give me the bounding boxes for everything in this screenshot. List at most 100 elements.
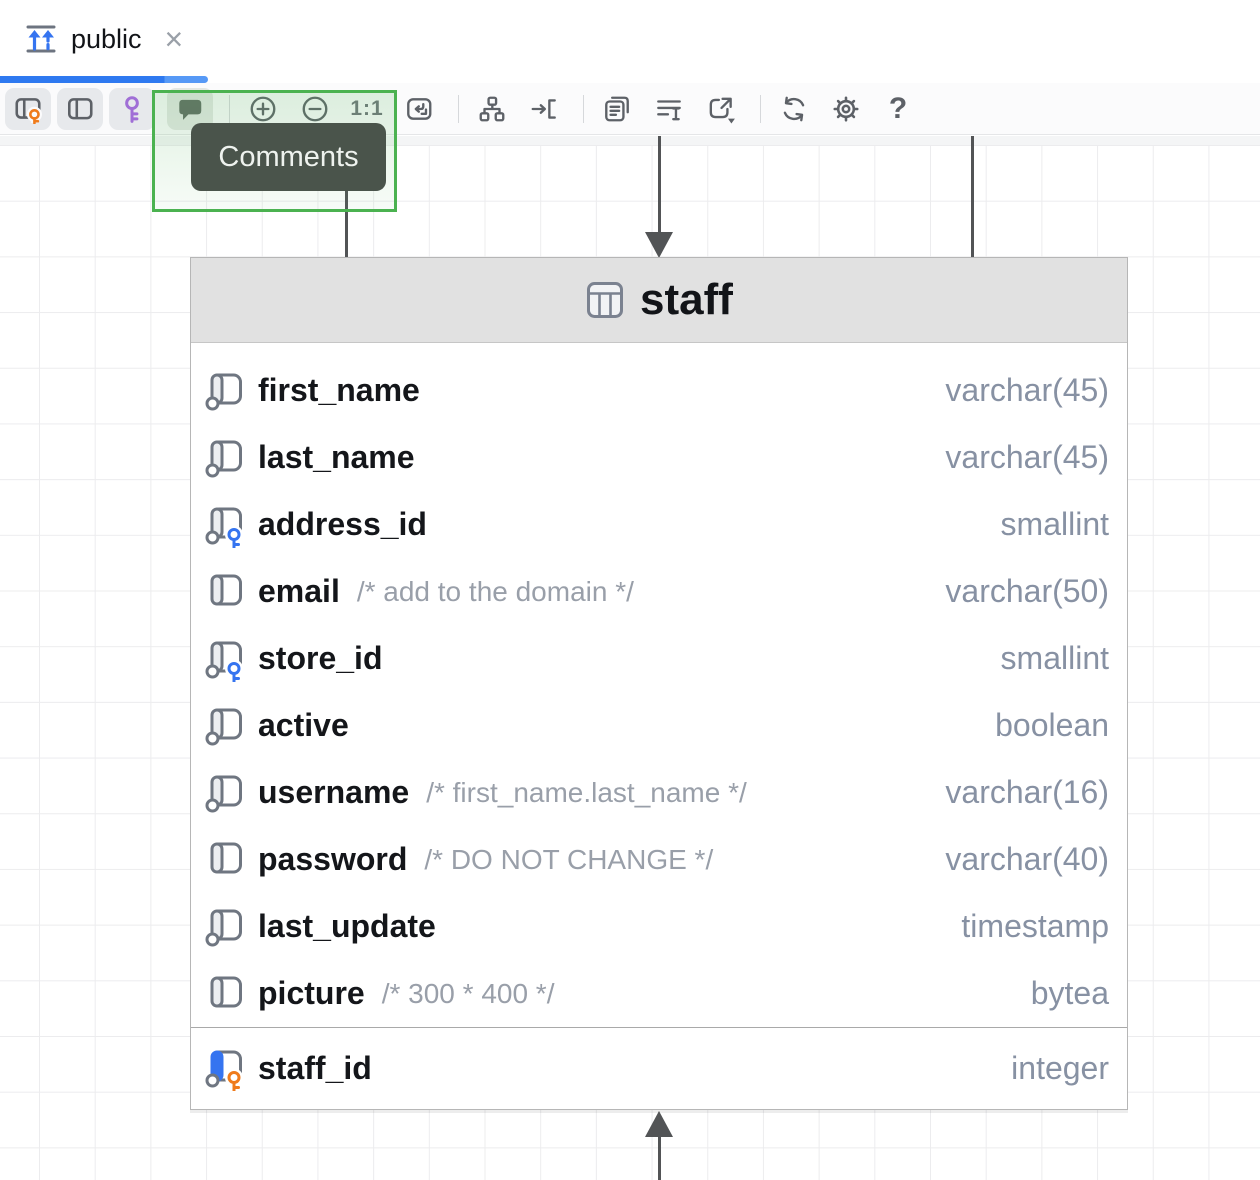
column-type: integer xyxy=(1011,1049,1109,1086)
column-fk-icon xyxy=(204,636,248,682)
fit-content-button[interactable] xyxy=(396,88,442,130)
tooltip-label: Comments xyxy=(218,140,359,173)
column-type: timestamp xyxy=(961,908,1109,944)
column-type: smallint xyxy=(1000,506,1109,542)
tab-bar: public × xyxy=(0,0,1260,83)
column-type: boolean xyxy=(995,707,1109,743)
circle-minus-icon xyxy=(300,94,330,124)
column-type: varchar(40) xyxy=(945,841,1109,877)
refresh-icon xyxy=(779,94,809,124)
relationship-edge-bottom-center[interactable] xyxy=(658,1135,661,1180)
column-name: address_id xyxy=(258,506,427,542)
table-columns-section: first_name varchar(45) last_name varchar… xyxy=(191,343,1127,1027)
key-section-divider xyxy=(191,1027,1127,1028)
relationship-edge-top-right[interactable] xyxy=(971,136,974,257)
fit-frame-icon xyxy=(404,94,434,124)
table-grid-icon xyxy=(585,280,625,320)
column-type: varchar(45) xyxy=(945,439,1109,475)
show-keys-button[interactable] xyxy=(109,87,155,130)
relationship-edge-top-center[interactable] xyxy=(658,136,661,234)
column-type: smallint xyxy=(1000,640,1109,676)
copy-document-icon xyxy=(602,94,632,124)
canvas-edge-strip xyxy=(0,136,1260,145)
column-name: username xyxy=(258,774,410,810)
table-row[interactable]: username /* first_name.last_name */ varc… xyxy=(191,759,1127,826)
column-name: active xyxy=(258,707,349,743)
column-type: varchar(50) xyxy=(945,573,1109,609)
show-columns-button[interactable] xyxy=(57,87,103,130)
column-notnull-icon xyxy=(204,368,248,414)
columns-icon xyxy=(65,94,95,124)
column-fk-icon xyxy=(204,502,248,548)
table-orange-key-icon xyxy=(13,94,43,124)
column-name: first_name xyxy=(258,372,420,408)
column-type: varchar(16) xyxy=(945,774,1109,810)
column-notnull-icon xyxy=(204,904,248,950)
column-notnull-icon xyxy=(204,435,248,481)
column-name: picture xyxy=(258,975,365,1011)
column-comment: /* 300 * 400 */ xyxy=(381,977,555,1009)
column-comment: /* first_name.last_name */ xyxy=(426,776,747,808)
close-icon[interactable]: × xyxy=(164,21,184,57)
table-row[interactable]: password /* DO NOT CHANGE */ varchar(40) xyxy=(191,826,1127,893)
table-row[interactable]: first_name varchar(45) xyxy=(191,357,1127,424)
gear-icon xyxy=(831,94,861,124)
column-name: store_id xyxy=(258,640,383,676)
relationship-edge-top-left[interactable] xyxy=(345,191,348,257)
actual-size-label: 1:1 xyxy=(350,97,383,121)
table-row[interactable]: last_update timestamp xyxy=(191,893,1127,960)
table-row[interactable]: last_name varchar(45) xyxy=(191,424,1127,491)
table-row[interactable]: email /* add to the domain */ varchar(50… xyxy=(191,558,1127,625)
refresh-button[interactable] xyxy=(771,88,817,130)
arrowhead-up-icon xyxy=(645,1111,673,1137)
column-name: staff_id xyxy=(258,1049,372,1086)
table-row[interactable]: picture /* 300 * 400 */ bytea xyxy=(191,960,1127,1027)
table-title: staff xyxy=(640,275,733,324)
table-row[interactable]: store_id smallint xyxy=(191,625,1127,692)
comments-tooltip: Comments xyxy=(191,123,386,191)
help-label: ? xyxy=(888,91,908,125)
circle-plus-icon xyxy=(248,94,278,124)
table-node-staff[interactable]: staff first_name varchar(45) last_name v… xyxy=(190,257,1128,1110)
org-chart-icon xyxy=(477,94,507,124)
apply-layout-button[interactable] xyxy=(469,88,515,130)
column-notnull-icon xyxy=(204,703,248,749)
copy-diagram-button[interactable] xyxy=(594,88,640,130)
toolbar-separator xyxy=(760,94,761,123)
toolbar-separator xyxy=(583,94,584,123)
column-icon xyxy=(204,837,248,883)
column-comment: /* add to the domain */ xyxy=(356,575,634,607)
jump-into-button[interactable] xyxy=(521,88,567,130)
toolbar-separator xyxy=(458,94,459,123)
tab-label: public xyxy=(71,23,142,54)
arrowhead-down-icon xyxy=(645,232,673,258)
zoom-in-button[interactable] xyxy=(240,88,286,130)
toolbar-separator xyxy=(229,94,230,123)
help-button[interactable]: ? xyxy=(875,88,921,130)
edit-source-button[interactable] xyxy=(646,88,692,130)
table-header[interactable]: staff xyxy=(191,258,1127,343)
column-comment: /* DO NOT CHANGE */ xyxy=(424,843,714,875)
column-type: bytea xyxy=(1030,975,1109,1011)
settings-button[interactable] xyxy=(823,88,869,130)
arrow-into-bracket-icon xyxy=(529,94,559,124)
export-button[interactable] xyxy=(698,88,744,130)
column-icon xyxy=(204,569,248,615)
show-comments-button[interactable] xyxy=(167,87,213,130)
tab-public[interactable]: public × xyxy=(24,22,183,56)
table-row[interactable]: active boolean xyxy=(191,692,1127,759)
actual-size-button[interactable]: 1:1 xyxy=(344,88,390,130)
progress-bar xyxy=(0,76,208,83)
show-key-columns-button[interactable] xyxy=(5,87,51,130)
column-name: password xyxy=(258,841,408,877)
column-icon xyxy=(204,971,248,1017)
export-arrow-icon xyxy=(706,94,736,124)
lines-caret-icon xyxy=(654,94,684,124)
comment-bubble-icon xyxy=(175,94,205,124)
column-name: email xyxy=(258,573,340,609)
table-row[interactable]: address_id smallint xyxy=(191,491,1127,558)
table-row[interactable]: staff_id integer xyxy=(191,1028,1127,1108)
zoom-out-button[interactable] xyxy=(292,88,338,130)
column-name: last_update xyxy=(258,908,436,944)
column-pk-icon xyxy=(204,1045,248,1091)
